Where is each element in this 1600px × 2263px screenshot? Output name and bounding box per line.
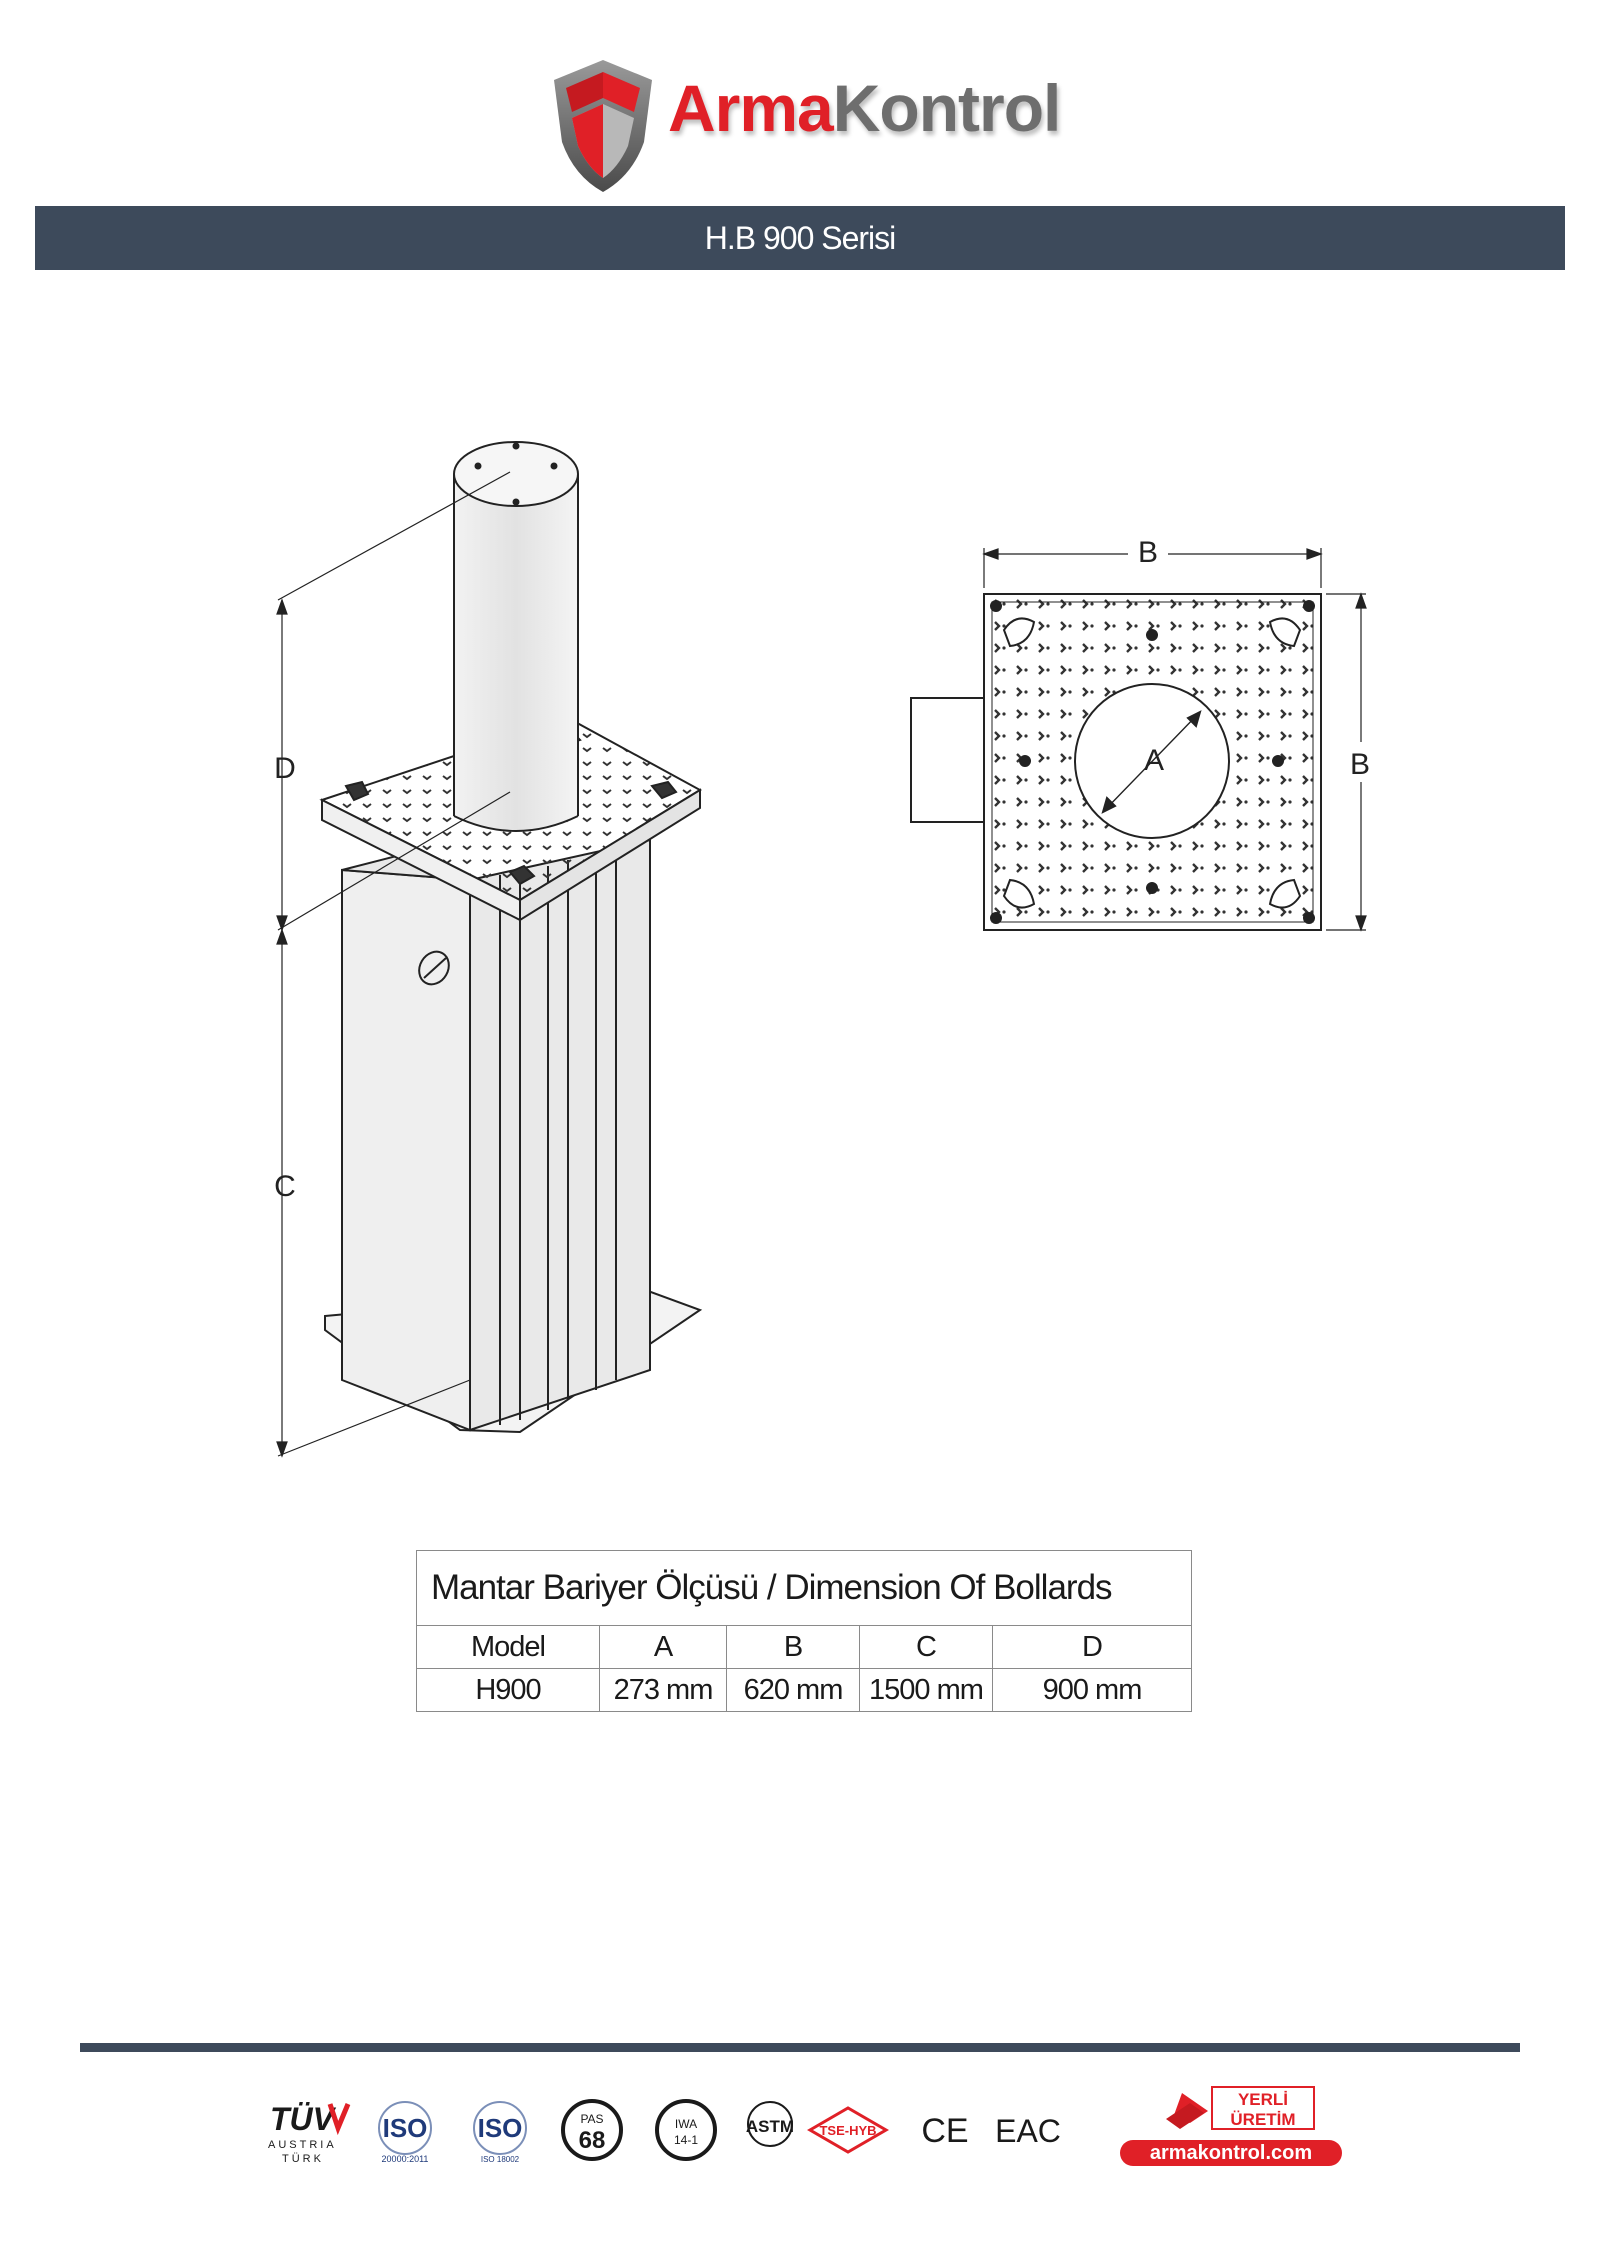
iso-18002-logo-icon: ISO ISO 18002 [473,2101,527,2164]
pas68-logo-icon: PAS 68 [561,2099,623,2161]
cell-c: 1500 mm [859,1668,993,1712]
tuv-main: TÜV [270,2101,337,2137]
dimensions-table: Mantar Bariyer Ölçüsü / Dimension Of Bol… [416,1550,1192,1712]
brand-logo: ArmaKontrol [548,54,1088,204]
bollard-technical-drawing: B B A D C [274,441,1370,1458]
series-title: H.B 900 Serisi [704,220,897,256]
brand-name-part2: Kontrol [832,71,1062,145]
series-banner: H.B 900 Serisi [35,206,1565,270]
header-model: Model [416,1625,600,1669]
iso2-sub: ISO 18002 [481,2155,520,2164]
tuv-sub1: AUSTRIA [268,2139,337,2151]
cell-d: 900 mm [992,1668,1192,1712]
dim-label-b-top: B [1138,536,1158,569]
isometric-view [276,441,703,1458]
iso-20000-logo-icon: ISO 20000:2011 [378,2101,432,2164]
shield-logo-icon [554,60,652,192]
tse-hyb-logo-icon: TSE-HYB [807,2106,889,2154]
cell-model: H900 [416,1668,600,1712]
footer-divider [80,2043,1520,2052]
table-title: Mantar Bariyer Ölçüsü / Dimension Of Bol… [416,1550,1192,1626]
iwa-top: IWA [675,2117,697,2131]
table-title-row: Mantar Bariyer Ölçüsü / Dimension Of Bol… [416,1550,1192,1626]
iwa-num: 14-1 [674,2133,698,2147]
iwa-logo-icon: IWA 14-1 [655,2099,717,2161]
brand-name-part1: Arma [668,71,834,145]
header-c: C [859,1625,993,1669]
certification-logos: TÜV AUSTRIA TÜRK ISO 20000:2011 ISO ISO … [268,2099,1061,2165]
iso1-sub: 20000:2011 [382,2154,429,2164]
tuv-logo-icon: TÜV AUSTRIA TÜRK [268,2101,351,2165]
astm-logo-icon: ASTM [746,2101,794,2147]
pas-top: PAS [580,2112,603,2126]
iso1-label: ISO [383,2113,428,2143]
ce-mark-icon: CE [921,2112,968,2150]
cell-b: 620 mm [726,1668,860,1712]
handshake-icon: YERLİ ÜRETİM [1166,2086,1315,2130]
eac-mark-icon: EAC [995,2113,1061,2149]
tuv-sub2: TÜRK [282,2153,324,2165]
astm-label: ASTM [746,2117,794,2136]
top-view [910,548,1367,932]
table-header-row: Model A B C D [416,1625,1192,1669]
iso2-label: ISO [478,2113,523,2143]
pas-num: 68 [579,2127,606,2154]
tse-label: TSE-HYB [819,2123,876,2138]
table-row: H900 273 mm 620 mm 1500 mm 900 mm [416,1668,1192,1712]
dim-label-a: A [1144,744,1164,777]
website-link[interactable]: armakontrol.com [1120,2140,1342,2166]
dim-label-d: D [274,752,296,785]
header-b: B [726,1625,860,1669]
yerli-uretim-badge: YERLİ ÜRETİM [1120,2085,1342,2165]
brand-name: ArmaKontrol [668,70,1062,146]
yerli-text2: ÜRETİM [1230,2110,1295,2129]
header-d: D [992,1625,1192,1669]
yerli-text1: YERLİ [1238,2090,1288,2109]
cell-a: 273 mm [599,1668,727,1712]
dim-label-c: C [274,1170,296,1203]
header-a: A [599,1625,727,1669]
dim-label-b-side: B [1350,748,1370,781]
